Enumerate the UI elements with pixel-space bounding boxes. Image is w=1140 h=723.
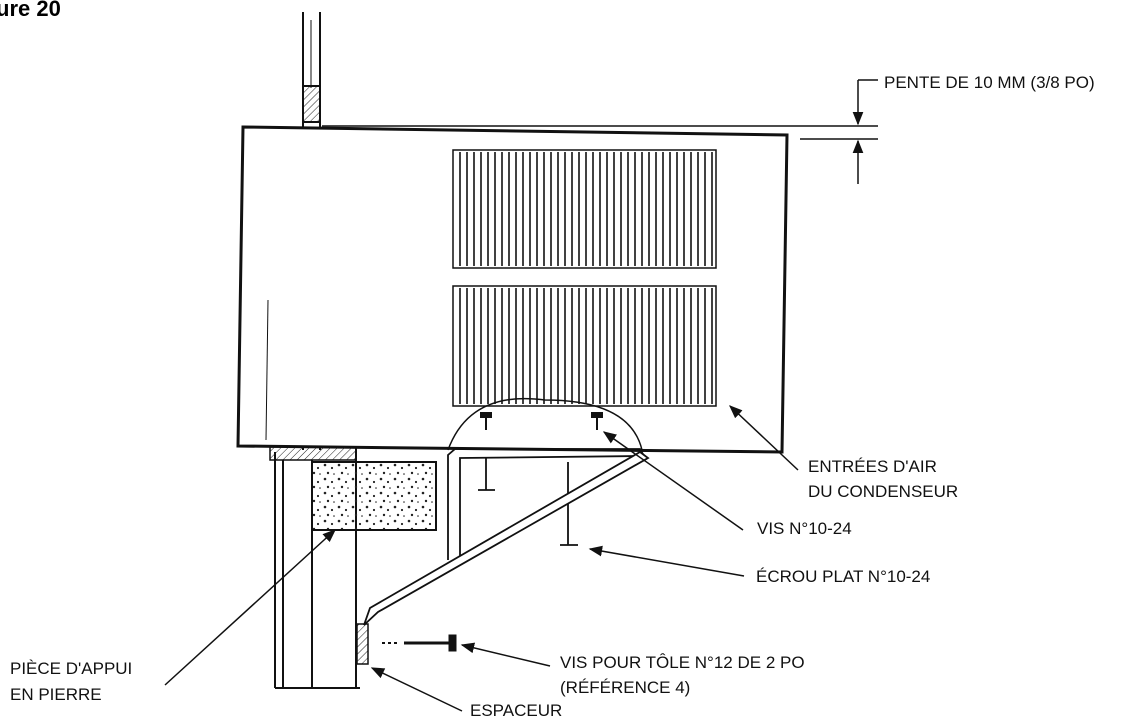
figure-title: ure 20 bbox=[0, 0, 61, 21]
stone-sill bbox=[311, 461, 437, 531]
slope-label: PENTE DE 10 MM (3/8 PO) bbox=[884, 73, 1095, 92]
wall-section bbox=[274, 448, 360, 689]
condenser-grille-upper bbox=[452, 149, 717, 269]
leader-lines bbox=[164, 405, 799, 712]
spacer-label: ESPACEUR bbox=[470, 701, 563, 720]
sheet-screw-label-line2: (RÉFÉRENCE 4) bbox=[560, 678, 691, 697]
slope-dimension bbox=[322, 79, 878, 184]
screw-label: VIS N°10-24 bbox=[757, 519, 852, 538]
bracket-detail-arc bbox=[447, 397, 643, 451]
condenser-label-line1: ENTRÉES D'AIR bbox=[808, 457, 937, 476]
condenser-label-line2: DU CONDENSEUR bbox=[808, 482, 959, 501]
support-bracket bbox=[363, 448, 650, 626]
sheet-metal-screw bbox=[382, 634, 457, 652]
sill-label-line2: EN PIERRE bbox=[10, 685, 102, 704]
sill-cap bbox=[269, 446, 357, 461]
spacer-block bbox=[356, 623, 369, 665]
cabinet-seam bbox=[265, 299, 269, 441]
condenser-grille-lower bbox=[452, 285, 717, 407]
mounting-screws bbox=[480, 412, 603, 430]
sill-label-line1: PIÈCE D'APPUI bbox=[10, 659, 133, 678]
flat-nut-label: ÉCROU PLAT N°10-24 bbox=[756, 567, 931, 586]
sheet-screw-label-line1: VIS POUR TÔLE N°12 DE 2 PO bbox=[560, 653, 805, 672]
